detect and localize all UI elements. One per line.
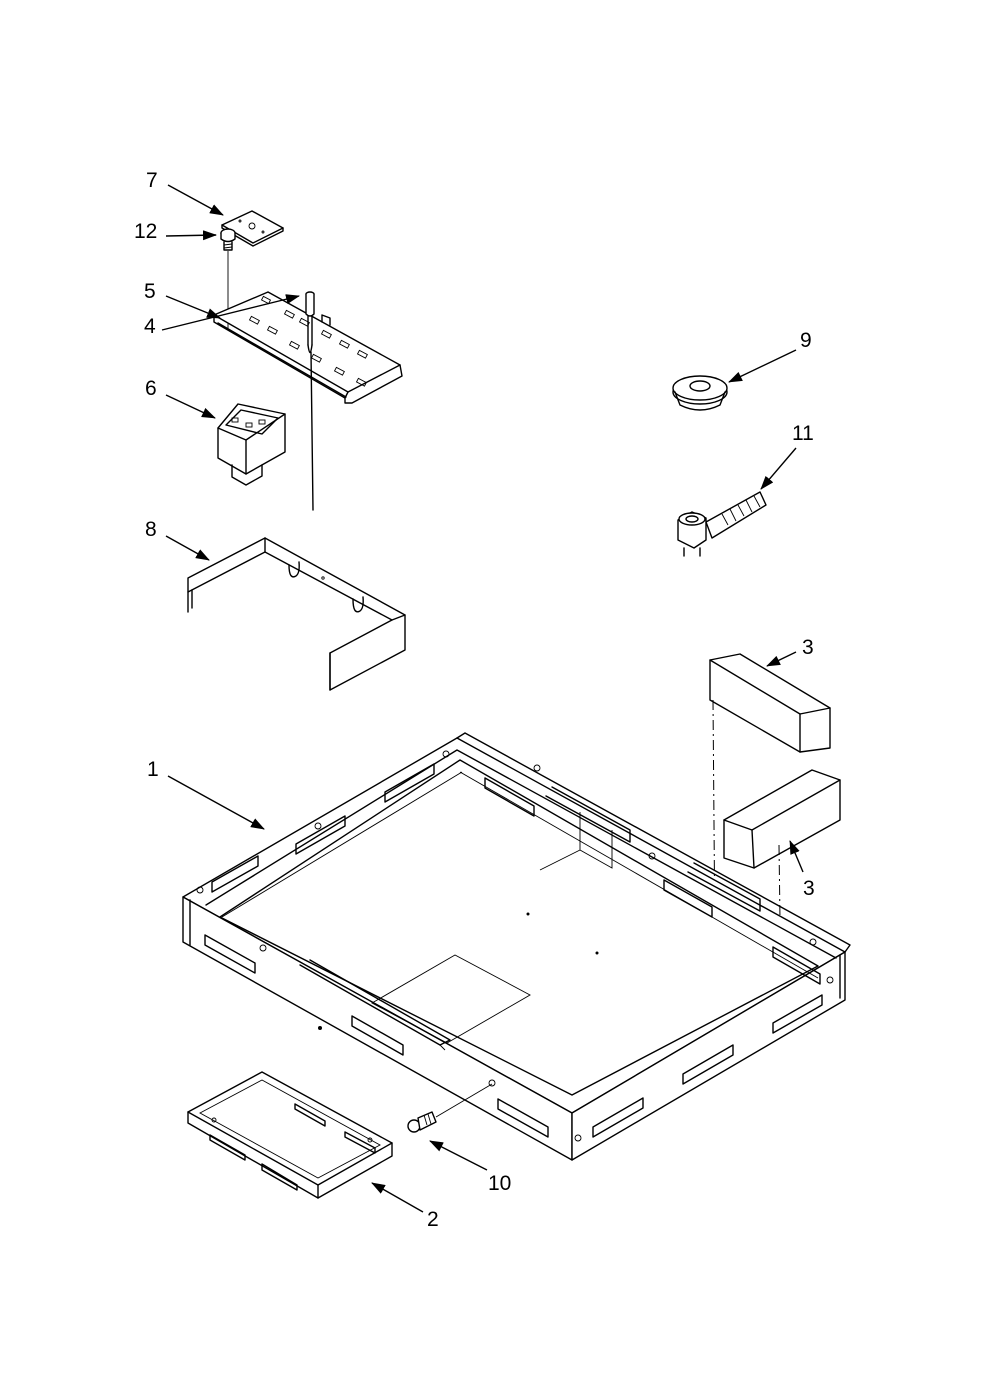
part-3-foam-upper	[709, 653, 831, 753]
leader-lines	[161, 184, 804, 1213]
part-9-grommet	[672, 375, 728, 411]
callout-5: 5	[144, 280, 156, 303]
part-6-block	[217, 403, 286, 486]
callout-7: 7	[146, 169, 158, 192]
callout-6: 6	[145, 377, 157, 400]
callout-11: 11	[792, 422, 814, 445]
part-3-foam-lower	[723, 769, 841, 869]
callout-2: 2	[427, 1208, 439, 1231]
callout-9: 9	[800, 329, 812, 352]
part-7-plate	[221, 210, 284, 247]
part-5-bracket	[213, 291, 403, 404]
callout-3-upper: 3	[802, 636, 814, 659]
callout-12: 12	[134, 220, 157, 243]
callout-1: 1	[147, 758, 159, 781]
part-8-bracket	[187, 537, 406, 691]
part-2-tray	[187, 1071, 393, 1199]
callout-4: 4	[144, 315, 156, 338]
callout-10: 10	[488, 1172, 511, 1195]
part-10-screw	[407, 1083, 493, 1133]
callout-3-lower: 3	[803, 877, 815, 900]
callout-8: 8	[145, 518, 157, 541]
part-4-probe	[305, 291, 315, 511]
part-11-fitting	[677, 491, 767, 557]
